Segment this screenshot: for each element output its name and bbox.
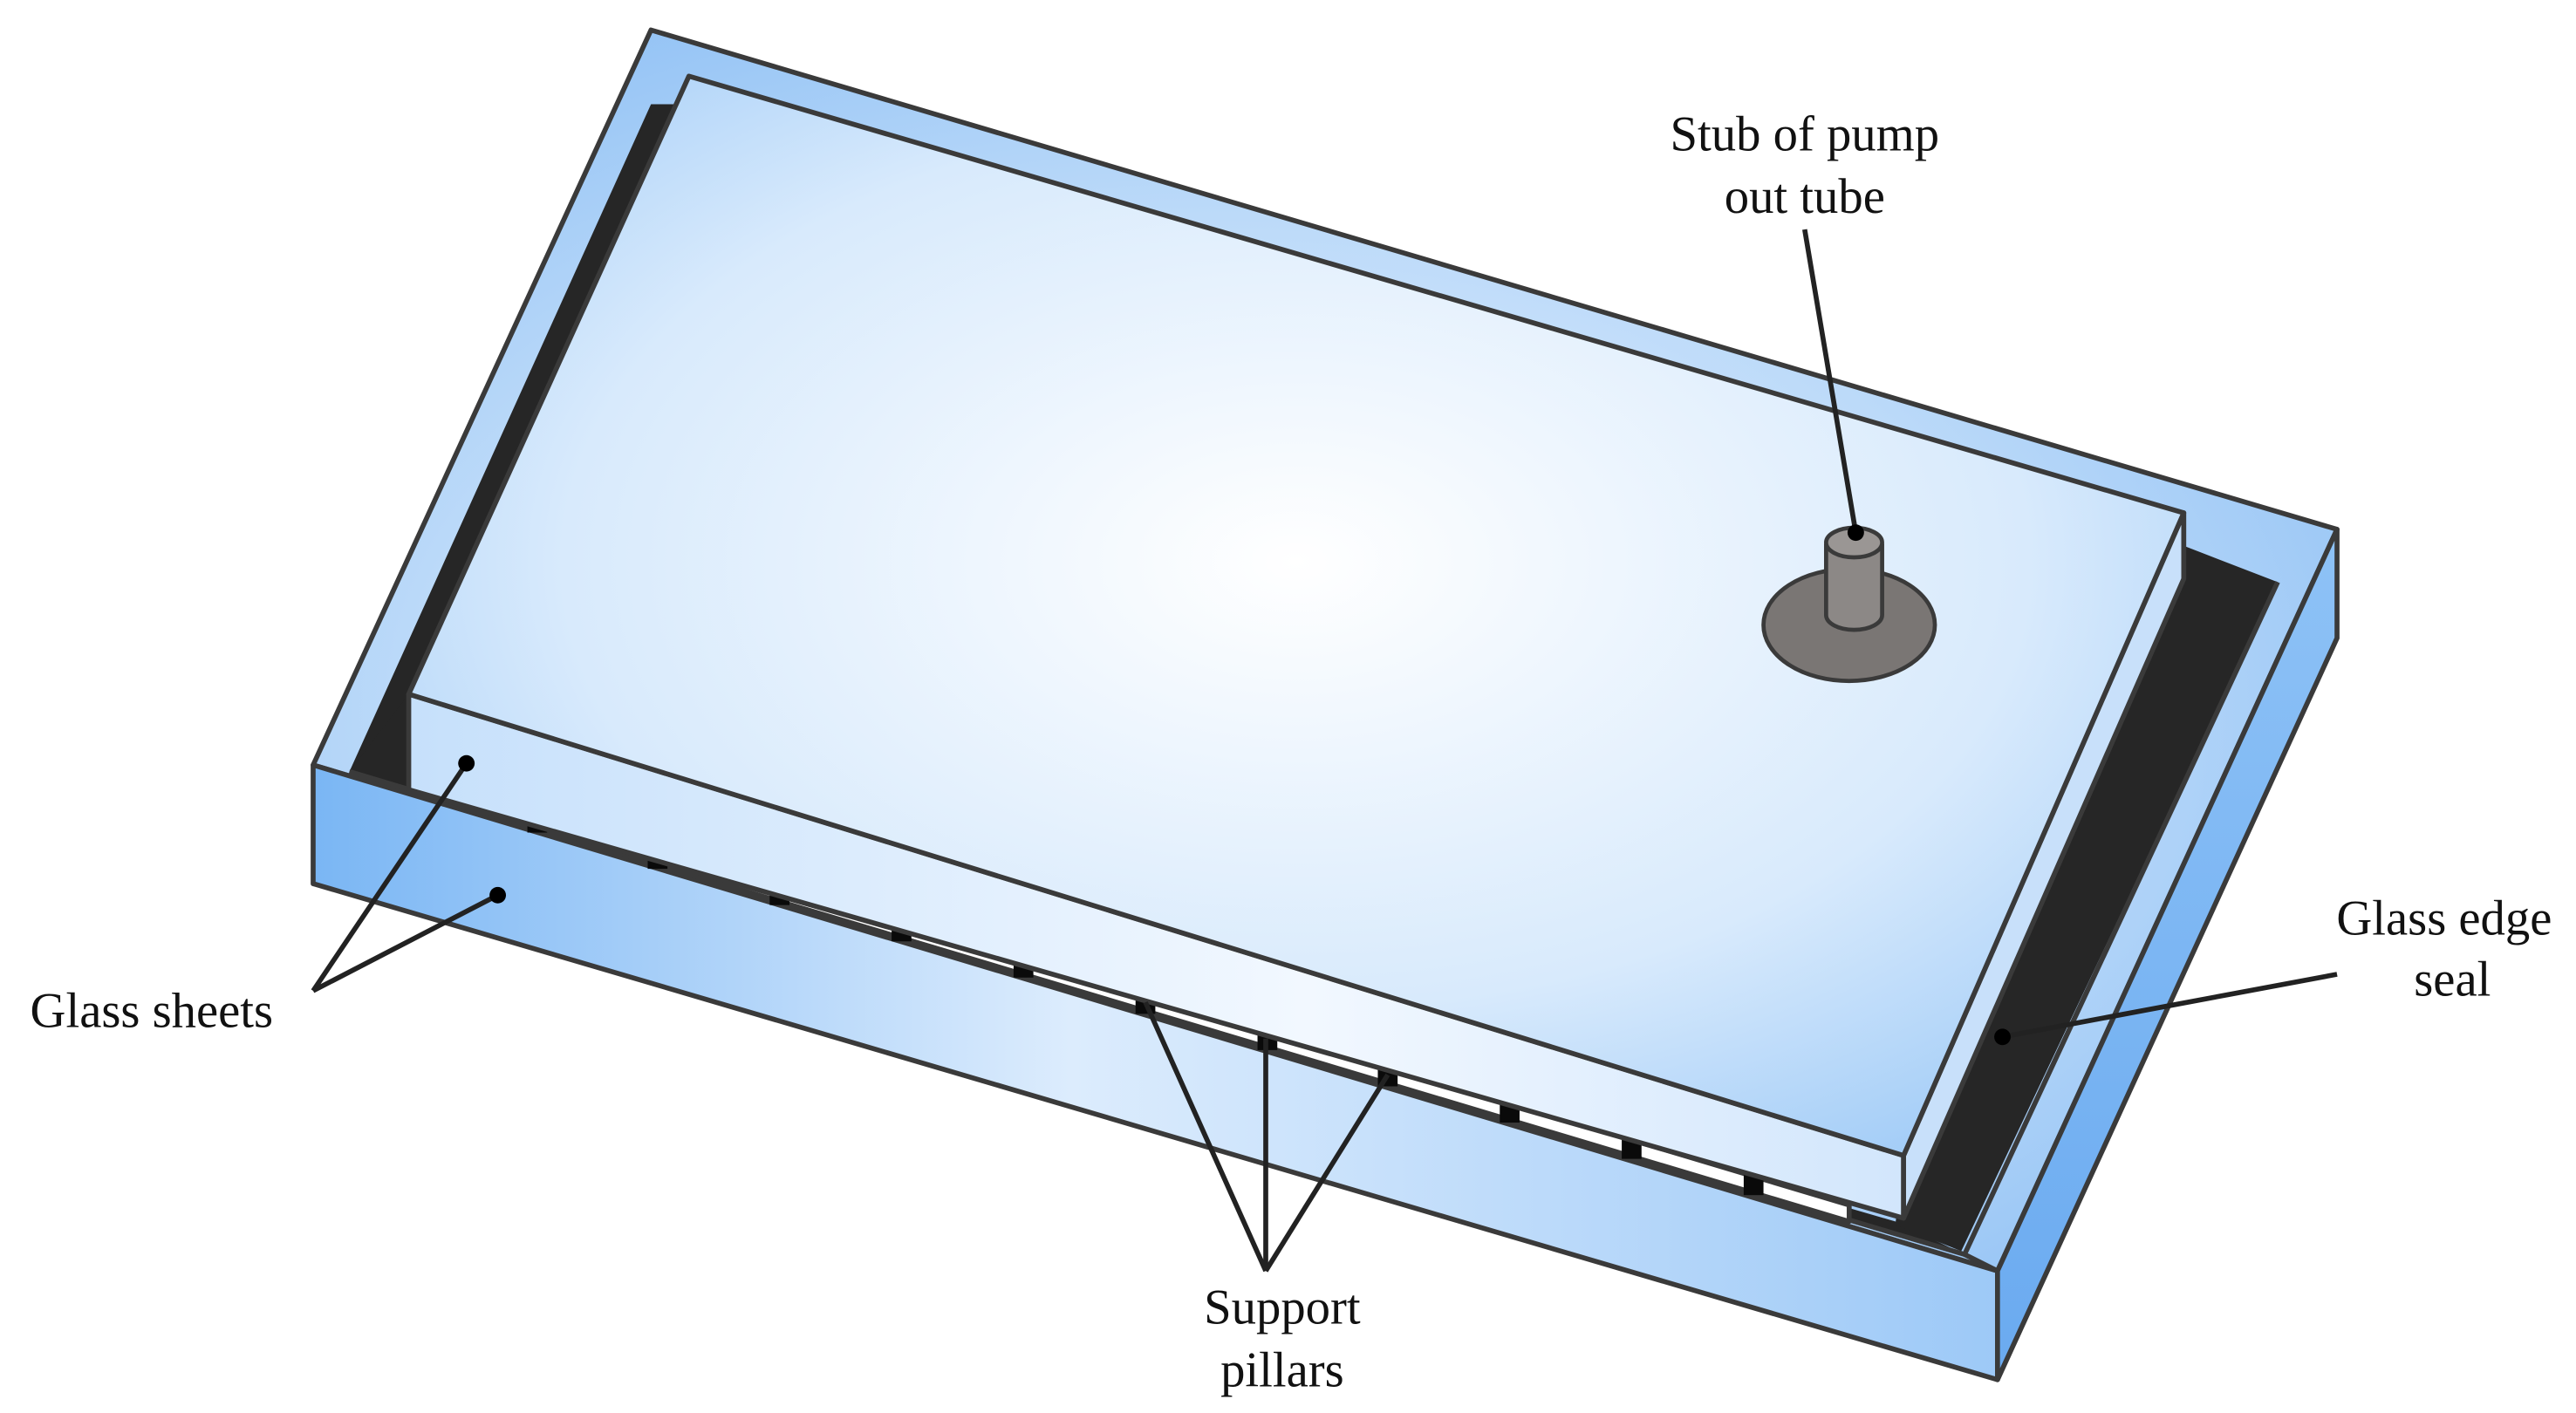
glass-sheet-bottom-dot [489, 886, 507, 904]
glass-sheet-top-dot [458, 754, 475, 772]
support-pillars-label-line1: Support [1204, 1281, 1361, 1335]
pump-out-tube [1761, 525, 1937, 684]
pump-tube-dot [1847, 524, 1864, 542]
bottom-glass-sheet-side [1995, 527, 2340, 1382]
support-pillars-label-line2: pillars [1220, 1343, 1344, 1397]
edge-seal-label-line2: seal [2414, 953, 2491, 1007]
leaders [311, 229, 2338, 1273]
edge-seal-right [1895, 545, 2279, 1252]
top-glass-sheet-top [406, 73, 2187, 1158]
glass-sheets-label: Glass sheets [31, 984, 274, 1038]
edge-seal-left [349, 104, 676, 790]
edge-seal-dot [1994, 1028, 2011, 1046]
pump-tube-label-line2: out tube [1725, 170, 1885, 224]
edge-seal-label-line1: Glass edge [2336, 892, 2552, 946]
pump-tube-stub [1823, 543, 1884, 632]
pump-tube-label-line1: Stub of pump [1671, 107, 1939, 161]
